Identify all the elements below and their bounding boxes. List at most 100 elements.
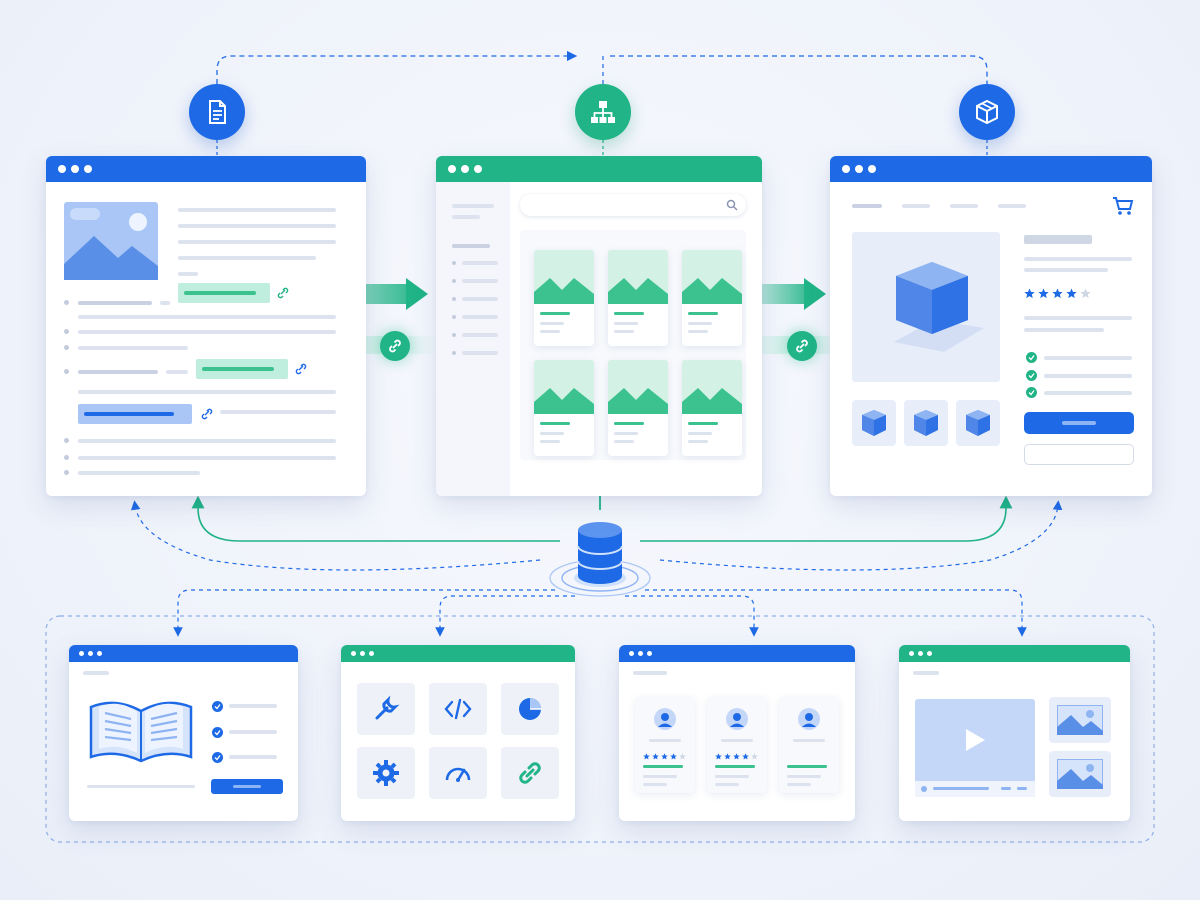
speedometer-icon (445, 767, 471, 782)
cube-icon (914, 410, 938, 436)
catalog-page-window (436, 156, 762, 496)
product-card[interactable] (608, 250, 668, 346)
content-page-window (46, 156, 366, 496)
tools-page-window (341, 645, 575, 821)
check-icon (1026, 352, 1037, 363)
cube-icon (862, 410, 886, 436)
pie-chart-icon (519, 698, 541, 720)
star-icon (1038, 288, 1049, 299)
box-node (959, 84, 1015, 140)
rating-stars (1024, 288, 1091, 299)
cube-icon (894, 262, 984, 352)
docs-action-button[interactable] (211, 779, 283, 794)
secondary-button[interactable] (1024, 444, 1134, 465)
check-icon (212, 752, 223, 763)
star-icon (1066, 288, 1077, 299)
image-icon (1057, 759, 1103, 789)
window-titlebar (619, 645, 855, 662)
product-card[interactable] (534, 360, 594, 456)
search-icon (726, 199, 738, 211)
link-icon (389, 339, 401, 353)
code-tool-tile[interactable] (429, 683, 487, 735)
link-badge-2 (787, 331, 817, 361)
top-flow-connector (216, 50, 578, 84)
review-card[interactable] (707, 697, 767, 793)
star-icon (679, 753, 686, 760)
highlight-link-block-2 (196, 359, 288, 379)
image-icon (534, 250, 594, 304)
window-titlebar (341, 645, 575, 662)
speedometer-tool-tile[interactable] (429, 747, 487, 799)
product-card[interactable] (682, 250, 742, 346)
add-to-cart-button[interactable] (1024, 412, 1134, 434)
product-thumbnail[interactable] (852, 400, 896, 446)
wrench-tool-tile[interactable] (357, 683, 415, 735)
gear-icon (373, 760, 399, 786)
cart-icon[interactable] (1112, 196, 1134, 216)
wrench-icon (375, 695, 400, 720)
window-titlebar (436, 156, 762, 182)
sidebar (436, 182, 510, 496)
media-thumbnail[interactable] (1049, 697, 1111, 743)
document-icon (209, 100, 226, 124)
star-icon (670, 753, 677, 760)
star-icon (1024, 288, 1035, 299)
cube-icon (966, 410, 990, 436)
hero-image-icon (64, 202, 158, 280)
check-icon (212, 701, 223, 712)
link-badge-1 (380, 331, 410, 361)
star-icon (751, 753, 758, 760)
link-icon (519, 762, 541, 784)
link-tool-tile[interactable] (501, 747, 559, 799)
top-flow-connector-right (610, 55, 988, 84)
product-thumbnail[interactable] (956, 400, 1000, 446)
document-node (189, 84, 245, 140)
play-icon[interactable] (963, 727, 987, 753)
star-icon (742, 753, 749, 760)
highlight-link-block (178, 283, 270, 303)
box-icon (976, 99, 998, 125)
window-titlebar (46, 156, 366, 182)
product-page-window (830, 156, 1152, 496)
star-icon (715, 753, 722, 760)
db-to-product-line (640, 495, 1013, 542)
image-icon (534, 360, 594, 414)
search-input[interactable] (520, 194, 746, 216)
pie-chart-tool-tile[interactable] (501, 683, 559, 735)
window-titlebar (830, 156, 1152, 182)
db-to-content-line (191, 495, 560, 542)
sitemap-node (575, 84, 631, 140)
avatar-icon (654, 708, 676, 730)
product-card[interactable] (608, 360, 668, 456)
avatar-icon (726, 708, 748, 730)
image-icon (608, 360, 668, 414)
docs-page-window (69, 645, 298, 821)
database-node (549, 522, 651, 597)
check-icon (212, 727, 223, 738)
star-icon (1052, 288, 1063, 299)
product-image (852, 232, 1000, 382)
product-thumbnail[interactable] (904, 400, 948, 446)
product-card[interactable] (534, 250, 594, 346)
link-icon (276, 286, 290, 300)
star-icon (643, 753, 650, 760)
star-icon (652, 753, 659, 760)
star-icon (724, 753, 731, 760)
image-icon (608, 250, 668, 304)
highlight-link-block-3 (78, 404, 192, 424)
link-icon (294, 362, 308, 376)
product-card[interactable] (682, 360, 742, 456)
check-icon (1026, 387, 1037, 398)
video-player[interactable] (915, 699, 1035, 797)
review-card[interactable] (779, 697, 839, 793)
media-thumbnail[interactable] (1049, 751, 1111, 797)
image-icon (1057, 705, 1103, 735)
avatar-icon (798, 708, 820, 730)
media-page-window (899, 645, 1130, 821)
review-card[interactable] (635, 697, 695, 793)
reviews-page-window (619, 645, 855, 821)
star-icon (661, 753, 668, 760)
link-icon (200, 407, 214, 421)
window-titlebar (69, 645, 298, 662)
gear-tool-tile[interactable] (357, 747, 415, 799)
